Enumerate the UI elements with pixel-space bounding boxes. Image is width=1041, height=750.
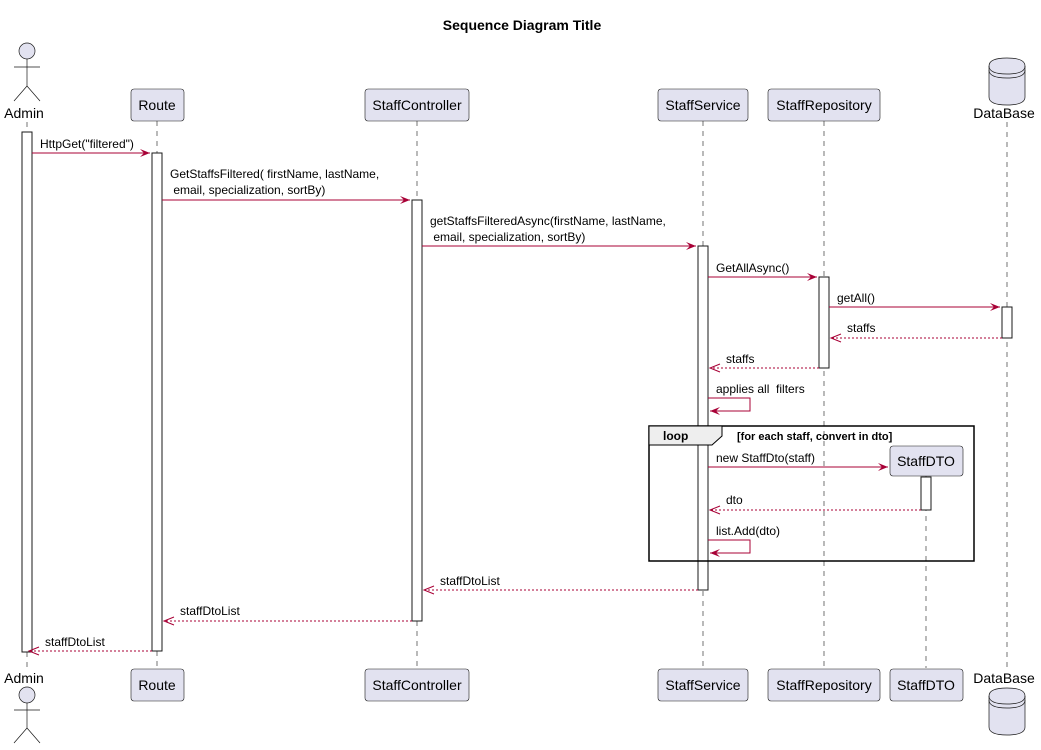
participant-staffdto-bottom: StaffDTO — [889, 668, 964, 702]
return-staffs-from-database: staffs — [829, 321, 1002, 343]
participant-label: Route — [138, 97, 176, 113]
message-label: new StaffDto(staff) — [716, 451, 815, 465]
message-label-line2: email, specialization, sortBy) — [430, 230, 585, 244]
message-getallasync: GetAllAsync() — [708, 261, 817, 281]
message-label: staffs — [726, 352, 754, 366]
actor-head-icon — [18, 42, 36, 60]
loop-fragment: loop [for each staff, convert in dto] — [648, 425, 975, 562]
self-message-applies-filters: applies all filters — [708, 382, 805, 415]
return-staffdtolist-to-route: staffDtoList — [162, 604, 412, 626]
return-staffdtolist-to-admin: staffDtoList — [27, 635, 152, 656]
activation-staffcontroller — [411, 199, 423, 622]
participant-label: DataBase — [973, 670, 1035, 686]
message-label: dto — [726, 493, 743, 507]
participant-admin-top: Admin — [4, 42, 44, 121]
activation-staffrepository — [818, 276, 830, 369]
participant-staffservice-top: StaffService — [657, 88, 749, 122]
database-icon — [988, 57, 1026, 106]
participant-label: StaffService — [665, 97, 740, 113]
participant-label: Admin — [4, 105, 44, 121]
participant-staffrepository-bottom: StaffRepository — [767, 668, 881, 702]
participant-route-bottom: Route — [130, 668, 185, 702]
message-label: staffDtoList — [180, 604, 240, 618]
message-httpget: HttpGet("filtered") — [32, 137, 150, 157]
participant-route-top: Route — [130, 88, 185, 122]
participant-label: StaffRepository — [776, 97, 871, 113]
message-label: staffDtoList — [440, 574, 500, 588]
participant-label: Admin — [4, 670, 44, 686]
database-icon — [988, 687, 1026, 736]
participant-database-top: DataBase — [973, 57, 1035, 121]
message-label: GetAllAsync() — [716, 261, 789, 275]
participant-label: StaffDTO — [897, 677, 955, 693]
message-label: list.Add(dto) — [716, 524, 780, 538]
participant-staffservice-bottom: StaffService — [657, 668, 749, 702]
message-label: staffDtoList — [45, 635, 105, 649]
actor-body-icon — [13, 703, 41, 744]
message-label-line1: getStaffsFilteredAsync(firstName, lastNa… — [430, 214, 666, 228]
message-label: applies all filters — [716, 382, 805, 396]
message-label-line1: GetStaffsFiltered( firstName, lastName, — [170, 167, 379, 181]
message-getstaffsfilteredasync: getStaffsFilteredAsync(firstName, lastNa… — [422, 214, 696, 250]
actor-head-icon — [18, 686, 36, 704]
activation-staffdto — [920, 476, 932, 511]
participant-label: DataBase — [973, 105, 1035, 121]
message-getstaffsfiltered: GetStaffsFiltered( firstName, lastName, … — [162, 167, 410, 204]
diagram-title: Sequence Diagram Title — [443, 17, 602, 33]
participant-label: StaffRepository — [776, 677, 871, 693]
return-staffdtolist-to-controller: staffDtoList — [422, 574, 698, 595]
participant-label: StaffController — [372, 97, 462, 113]
participant-staffrepository-top: StaffRepository — [767, 88, 881, 122]
loop-condition: [for each staff, convert in dto] — [737, 431, 893, 443]
participant-admin-bottom: Admin — [4, 670, 44, 744]
participant-staffcontroller-bottom: StaffController — [364, 668, 470, 702]
message-label-line2: email, specialization, sortBy) — [170, 183, 325, 197]
activation-admin — [21, 131, 33, 653]
participant-label: StaffService — [665, 677, 740, 693]
participant-label: Route — [138, 677, 176, 693]
activation-route — [151, 152, 163, 652]
return-dto: dto — [708, 493, 921, 515]
activation-staffservice — [697, 245, 709, 591]
participant-label: StaffController — [372, 677, 462, 693]
message-getall: getAll() — [829, 291, 1000, 311]
participant-label: StaffDTO — [897, 453, 955, 469]
return-staffs-from-repository: staffs — [708, 352, 819, 373]
message-label: getAll() — [837, 291, 875, 305]
activation-database — [1001, 306, 1013, 339]
self-message-list-add: list.Add(dto) — [708, 524, 780, 557]
participant-database-bottom: DataBase — [973, 670, 1035, 736]
message-label: HttpGet("filtered") — [40, 137, 134, 151]
participant-staffcontroller-top: StaffController — [364, 88, 470, 122]
message-new-staffdto: new StaffDto(staff) — [708, 451, 888, 471]
loop-keyword: loop — [663, 429, 688, 443]
actor-body-icon — [13, 59, 41, 102]
message-label: staffs — [847, 321, 875, 335]
participant-staffdto-created: StaffDTO — [889, 445, 964, 477]
